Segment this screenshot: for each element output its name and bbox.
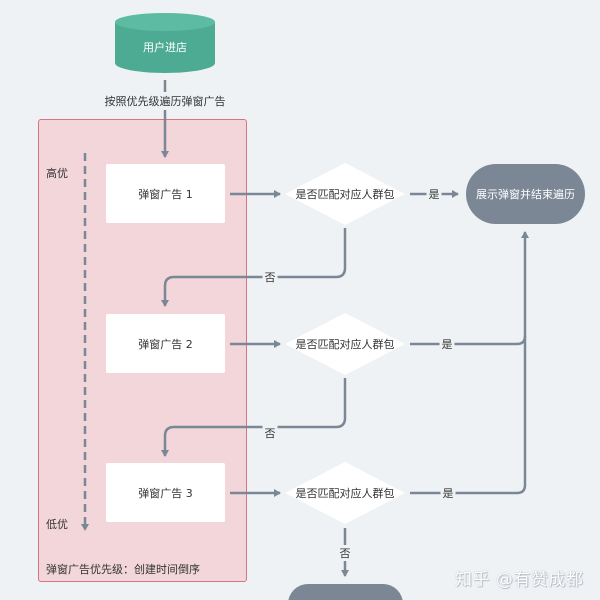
decision-diamond-2 (285, 313, 405, 375)
edge-decision3-yes (410, 231, 529, 495)
decision-2-no-label: 否 (262, 425, 278, 441)
decision-3-label: 是否匹配对应人群包 (295, 487, 395, 500)
low-priority-label: 低优 (46, 518, 68, 531)
ad-box-3-label: 弹窗广告 3 (138, 486, 193, 500)
start-cylinder (115, 13, 215, 73)
high-priority-label: 高优 (46, 167, 68, 180)
end-terminal: 展示弹窗并结束遍历 (466, 164, 585, 224)
ad-box-3: 弹窗广告 3 (106, 463, 225, 522)
priority-footer-label: 弹窗广告优先级：创建时间倒序 (46, 563, 200, 576)
start-node-label: 用户进店 (143, 41, 187, 54)
decision-3-no-label: 否 (337, 545, 353, 561)
end-terminal-label: 展示弹窗并结束遍历 (476, 188, 575, 201)
traverse-label: 按照优先级遍历弹窗广告 (102, 93, 228, 109)
decision-diamond-1 (285, 163, 405, 225)
decision-1-yes-label: 是 (426, 186, 442, 202)
decision-1-label: 是否匹配对应人群包 (295, 188, 395, 201)
decision-3-yes-label: 是 (440, 485, 456, 501)
end-terminal-bottom (288, 584, 403, 600)
ad-box-1: 弹窗广告 1 (106, 164, 225, 223)
edge-decision2-yes (410, 335, 527, 346)
decision-2-label: 是否匹配对应人群包 (295, 338, 395, 351)
decision-2-yes-label: 是 (439, 336, 455, 352)
edge-decision1-no (161, 228, 347, 307)
decision-diamond-3 (285, 462, 405, 524)
ad-box-2-label: 弹窗广告 2 (138, 337, 193, 351)
decision-1-no-label: 否 (262, 269, 278, 285)
ad-box-1-label: 弹窗广告 1 (138, 187, 193, 201)
ad-box-2: 弹窗广告 2 (106, 314, 225, 373)
watermark: 知乎 @有赞成都 (455, 570, 584, 590)
edge-decision2-no (161, 378, 347, 457)
